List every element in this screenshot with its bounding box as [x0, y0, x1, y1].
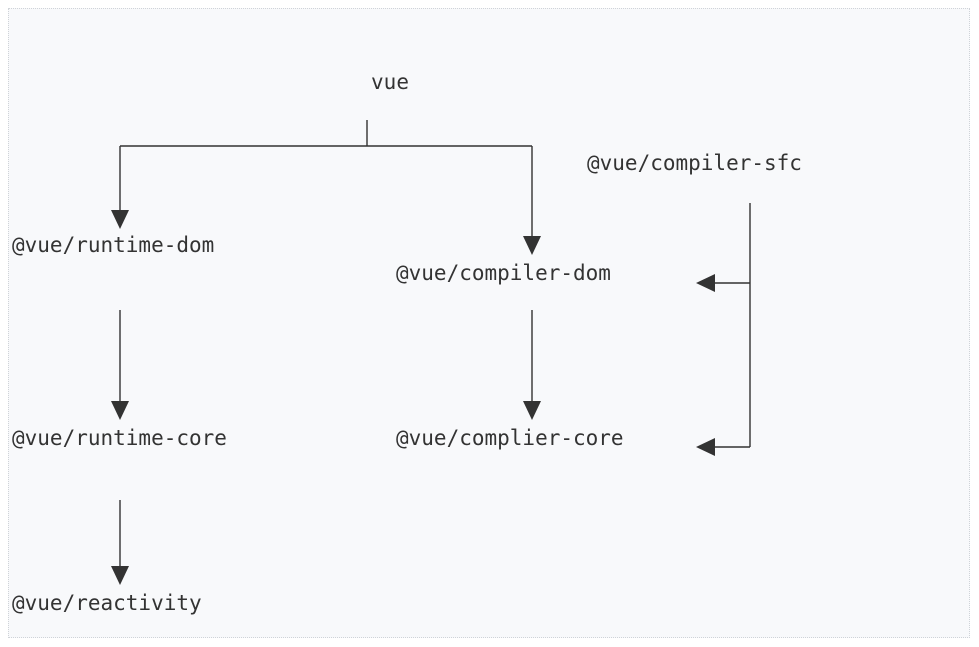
arrowhead-compiler-core [523, 401, 541, 420]
arrowhead-compiler-dom [523, 236, 541, 255]
arrowhead-runtime-core [111, 401, 129, 420]
node-vue: vue [371, 70, 409, 94]
node-compiler-sfc: @vue/compiler-sfc [587, 151, 802, 175]
arrowhead-runtime-dom [111, 210, 129, 229]
node-runtime-dom: @vue/runtime-dom [12, 233, 214, 257]
arrowhead-sfc-to-compiler-core [696, 438, 715, 456]
arrowhead-sfc-to-compiler-dom [696, 274, 715, 292]
edge-compiler-dom-to-compiler-core [523, 310, 541, 420]
edge-runtime-core-to-reactivity [111, 500, 129, 585]
node-reactivity: @vue/reactivity [12, 591, 202, 615]
edge-runtime-dom-to-runtime-core [111, 310, 129, 420]
edge-vue-branches [111, 120, 541, 255]
edge-compiler-sfc-branches [696, 203, 751, 456]
node-compiler-core: @vue/complier-core [396, 426, 624, 450]
node-runtime-core: @vue/runtime-core [12, 426, 227, 450]
node-compiler-dom: @vue/compiler-dom [396, 261, 611, 285]
arrowhead-reactivity [111, 566, 129, 585]
diagram-frame [8, 8, 970, 638]
